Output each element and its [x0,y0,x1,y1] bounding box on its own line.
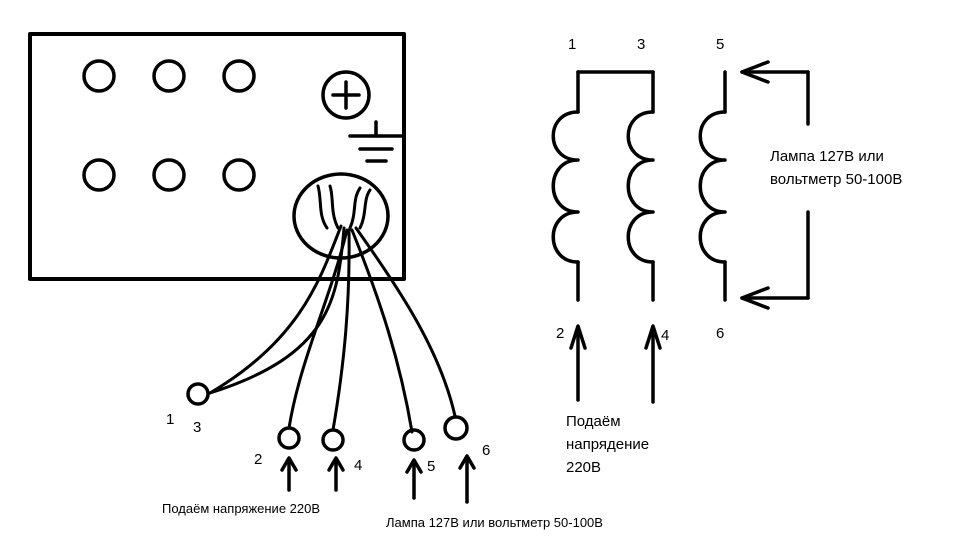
lamp-caption: Лампа 127В или вольтметр 50-100В [386,515,603,530]
winding-bottom-label-2: 2 [556,325,565,342]
winding-bottom-label-6: 6 [716,325,725,342]
winding-5-6 [698,70,727,302]
winding-top-label-5: 5 [716,36,725,53]
terminal-label-3: 3 [193,419,202,436]
plus-symbol-icon [321,70,371,120]
right-supply-caption-line-1: Подаём [566,413,621,430]
terminal-label-2: 2 [254,451,263,468]
winding-top-label-1: 1 [568,36,577,53]
supply-caption: Подаём напряжение 220В [162,501,321,516]
right-supply-caption-line-2: напрядение [566,436,650,453]
winding-1-2 [551,70,580,302]
ground-symbol-icon [348,120,405,163]
terminal-label-4: 4 [354,457,363,474]
winding-bottom-label-4: 4 [661,327,670,344]
left-input-arrows [280,454,476,504]
terminal-label-5: 5 [427,458,436,475]
terminal-studs [82,59,256,192]
winding-top-label-3: 3 [637,36,646,53]
right-input-arrows [569,324,662,404]
motor-box [28,32,406,281]
lead-wires [208,184,457,434]
winding-3-4 [626,70,655,302]
lamp-loop [740,60,810,310]
lead-ends [186,382,469,452]
right-supply-caption-line-3: 220В [566,459,602,476]
right-lamp-caption-line-1: Лампа 127В или [770,148,884,165]
terminal-label-6: 6 [482,442,491,459]
right-lamp-caption-line-2: вольтметр 50-100В [770,171,903,188]
terminal-label-1: 1 [166,411,175,428]
